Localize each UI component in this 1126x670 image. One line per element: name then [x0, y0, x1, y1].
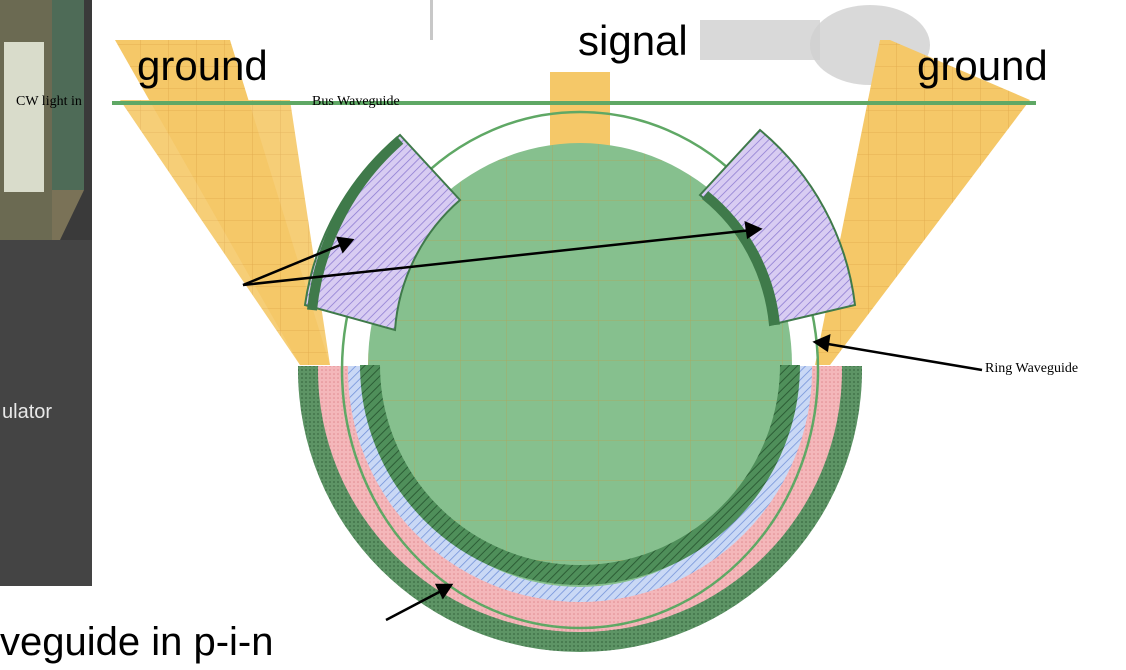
micrograph-photo — [0, 0, 92, 586]
ground-label-left: ground — [137, 42, 268, 89]
central-disk — [368, 143, 792, 587]
ground-pad-left-wide — [120, 100, 330, 365]
cw-light-in-label: CW light in — [16, 94, 82, 109]
ground-pad-right — [815, 40, 1030, 365]
annotation-arrows — [242, 220, 983, 622]
bottom-caption: veguide in p-i-n — [0, 620, 274, 664]
ring-waveguide-label: Ring Waveguide — [985, 361, 1079, 376]
bus-waveguide-label: Bus Waveguide — [312, 94, 400, 109]
upper-left-contact — [303, 133, 462, 332]
upper-right-contact-edge — [701, 191, 780, 326]
ground-label-right: ground — [917, 42, 1048, 89]
signal-label: signal — [578, 17, 688, 64]
inner-dark-ring — [360, 364, 800, 585]
ring-waveguide — [340, 110, 820, 630]
photo-caption-fragment: ulator — [2, 401, 53, 423]
upper-left-contact-edge — [307, 136, 404, 311]
